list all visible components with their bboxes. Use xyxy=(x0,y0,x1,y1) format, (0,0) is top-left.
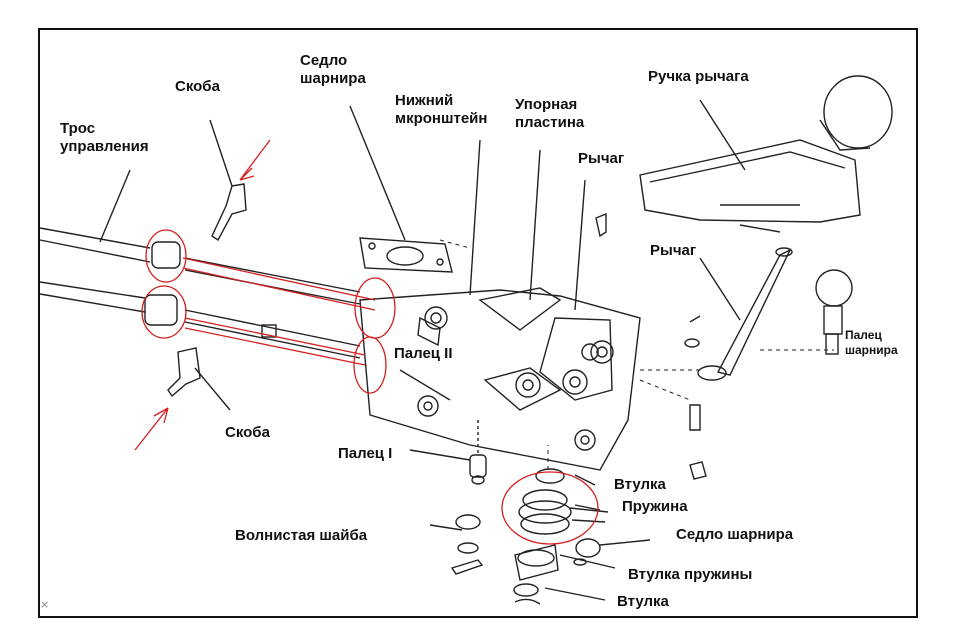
arrow-lower xyxy=(134,407,169,451)
lower-bracket xyxy=(359,289,641,471)
label-pin-1: Палец I xyxy=(338,445,393,462)
label-bushing-2: Втулка xyxy=(617,593,669,610)
clip-upper xyxy=(211,183,247,242)
pin-1 xyxy=(469,420,487,485)
corner-mark: × xyxy=(40,598,50,611)
label-pin-2: Палец II xyxy=(394,345,453,362)
label-thrust-plate: Упорная пластина xyxy=(515,96,585,131)
control-cable-upper xyxy=(39,227,361,305)
thrust-plate xyxy=(478,287,562,411)
label-bushing-1: Втулка xyxy=(614,476,666,493)
label-spring-bushing: Втулка пружины xyxy=(628,566,753,583)
label-control-cable: Трос управления xyxy=(60,120,149,155)
label-joint-saddle-bottom: Седло шарнира xyxy=(676,526,794,543)
joint-saddle-plate xyxy=(359,237,453,273)
label-wave-washer: Волнистая шайба xyxy=(235,527,368,544)
saddle-small xyxy=(573,538,601,566)
label-lever-knob: Ручка рычага xyxy=(648,68,749,85)
clip-lower xyxy=(167,347,201,398)
highlight-cable-end-upper xyxy=(145,229,187,283)
joint-pin xyxy=(815,269,853,355)
highlight-cable-end-lower xyxy=(141,285,187,339)
label-clip-bottom: Скоба xyxy=(225,424,270,441)
label-joint-pin: Палец шарнира xyxy=(845,328,898,357)
highlight-spring xyxy=(501,471,599,545)
red-annotations xyxy=(134,139,599,545)
small-nut xyxy=(689,461,707,480)
control-cable-lower xyxy=(39,281,361,359)
label-lever-lower: Рычаг xyxy=(650,242,697,259)
spring-assembly xyxy=(518,468,609,535)
label-lever-upper: Рычаг xyxy=(578,150,625,167)
lever-rod xyxy=(684,247,793,431)
wave-washer xyxy=(450,514,484,575)
arrow-upper xyxy=(239,139,271,181)
label-spring: Пружина xyxy=(622,498,688,515)
label-joint-saddle-top: Седло шарнира xyxy=(300,52,366,87)
label-clip-top: Скоба xyxy=(175,78,220,95)
spring-bushing xyxy=(513,544,559,605)
lever-part xyxy=(515,212,613,401)
shift-knob xyxy=(639,75,893,233)
highlight-clip-lower xyxy=(353,336,387,394)
label-lower-bracket: Нижний мкронштейн xyxy=(395,92,488,127)
